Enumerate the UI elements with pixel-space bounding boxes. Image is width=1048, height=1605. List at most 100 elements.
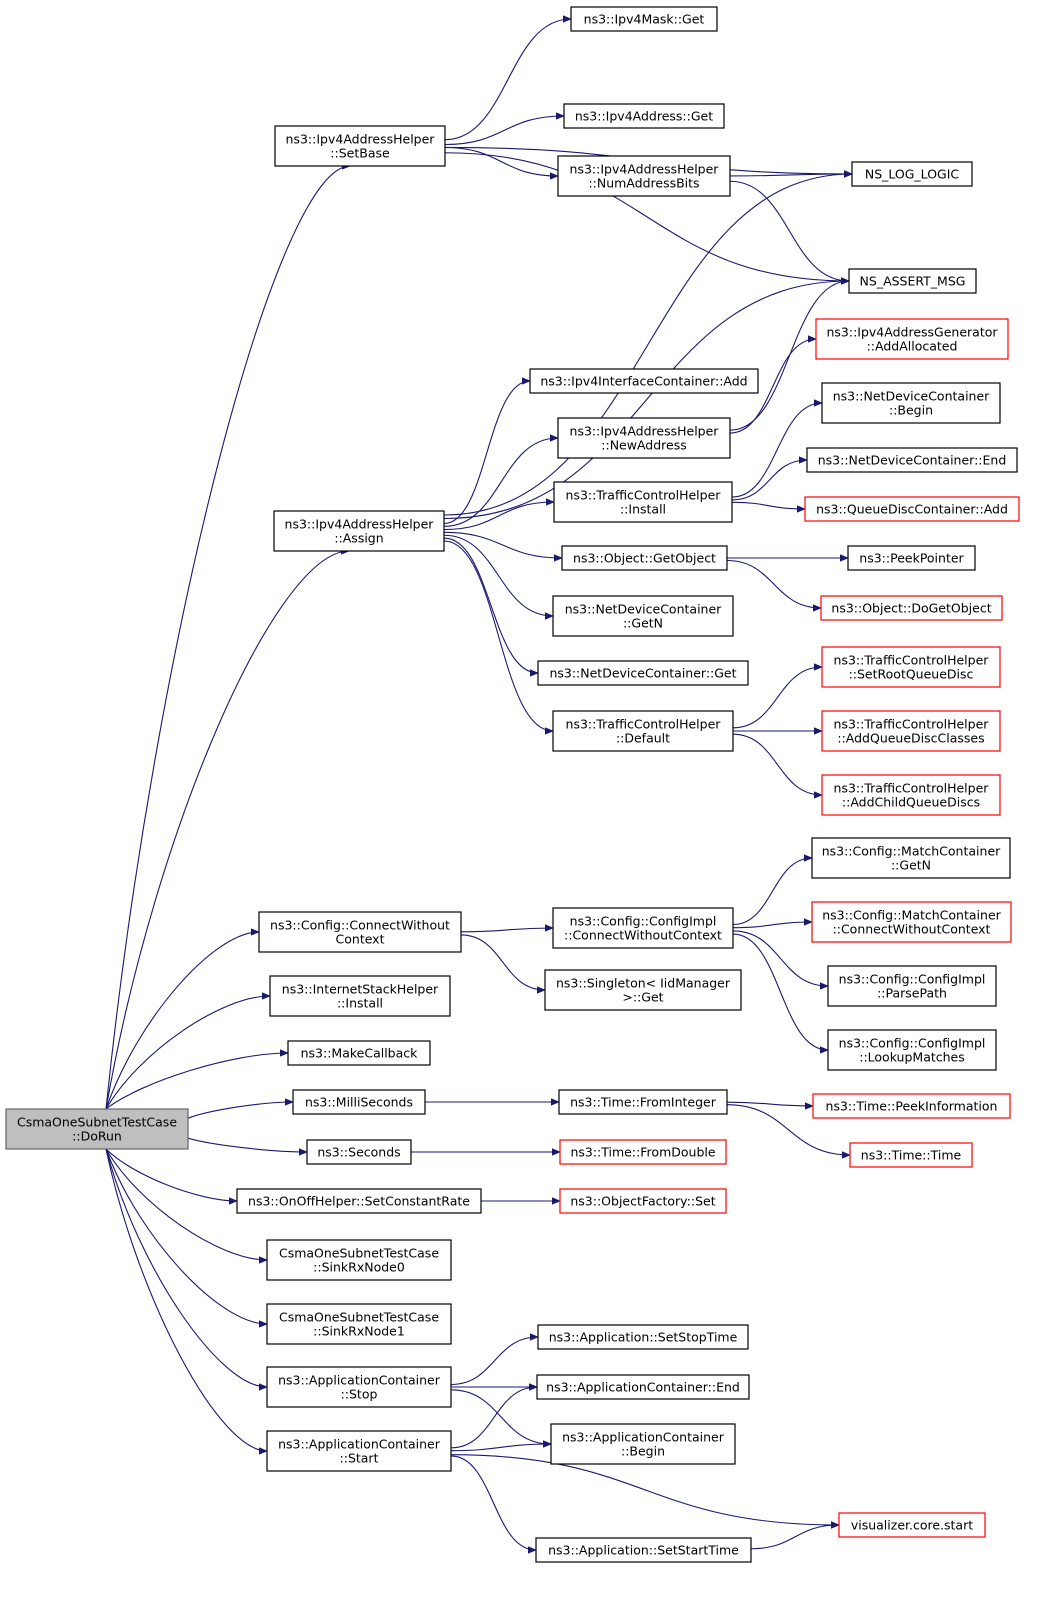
node-fromint[interactable]: ns3::Time::FromInteger bbox=[558, 1089, 728, 1115]
node-numbits[interactable]: ns3::Ipv4AddressHelper::NumAddressBits bbox=[557, 155, 731, 197]
node-setstoptime[interactable]: ns3::Application::SetStopTime bbox=[537, 1324, 749, 1350]
node-setbase[interactable]: ns3::Ipv4AddressHelper::SetBase bbox=[274, 125, 446, 167]
node-label: ns3::TrafficControlHelper bbox=[834, 781, 990, 796]
node-acstart[interactable]: ns3::ApplicationContainer::Start bbox=[266, 1430, 452, 1472]
node-acend[interactable]: ns3::ApplicationContainer::End bbox=[536, 1374, 750, 1400]
edge-implconnect-to-mcconnect bbox=[732, 922, 812, 929]
edge-fromint-to-timetime bbox=[726, 1104, 850, 1155]
node-ndcget[interactable]: ns3::NetDeviceContainer::Get bbox=[537, 660, 749, 686]
node-acbegin[interactable]: ns3::ApplicationContainer::Begin bbox=[550, 1423, 736, 1465]
node-box bbox=[848, 268, 977, 294]
node-label: ns3::Ipv4InterfaceContainer::Add bbox=[540, 374, 747, 389]
node-label: ns3::NetDeviceContainer::Get bbox=[549, 666, 736, 681]
node-fromdouble[interactable]: ns3::Time::FromDouble bbox=[559, 1139, 727, 1165]
edge-implconnect-to-parsepath bbox=[732, 930, 828, 986]
node-acstop[interactable]: ns3::ApplicationContainer::Stop bbox=[266, 1366, 452, 1408]
edge-root-to-ishinstall bbox=[105, 996, 270, 1110]
node-seconds[interactable]: ns3::Seconds bbox=[306, 1139, 412, 1165]
edge-root-to-constrate bbox=[105, 1148, 237, 1201]
node-label: ::Start bbox=[340, 1451, 379, 1466]
node-label: ns3::Ipv4AddressHelper bbox=[286, 132, 436, 147]
edge-tcinstall-to-qdcadd bbox=[731, 501, 805, 509]
node-ishinstall[interactable]: ns3::InternetStackHelper::Install bbox=[269, 975, 451, 1017]
node-mcconnect[interactable]: ns3::Config::MatchContainer::ConnectWith… bbox=[811, 901, 1012, 943]
node-ndcgetn[interactable]: ns3::NetDeviceContainer::GetN bbox=[552, 595, 734, 637]
node-label: CsmaOneSubnetTestCase bbox=[279, 1246, 439, 1261]
node-ndcend[interactable]: ns3::NetDeviceContainer::End bbox=[806, 447, 1018, 473]
node-assign[interactable]: ns3::Ipv4AddressHelper::Assign bbox=[273, 510, 445, 552]
node-dogetobj[interactable]: ns3::Object::DoGetObject bbox=[820, 595, 1003, 621]
edge-assign-to-ifcadd bbox=[443, 381, 530, 525]
node-constrate[interactable]: ns3::OnOffHelper::SetConstantRate bbox=[236, 1188, 482, 1214]
node-label: ::Assign bbox=[334, 531, 383, 546]
node-label: ns3::Time::FromDouble bbox=[570, 1145, 715, 1160]
node-label: ::GetN bbox=[623, 616, 663, 631]
node-addrget[interactable]: ns3::Ipv4Address::Get bbox=[563, 103, 725, 129]
node-box bbox=[847, 545, 976, 571]
node-vizstart[interactable]: visualizer.core.start bbox=[838, 1512, 986, 1538]
edge-root-to-seconds bbox=[187, 1137, 307, 1152]
node-cfgconnect[interactable]: ns3::Config::ConnectWithoutContext bbox=[258, 911, 462, 953]
node-parsepath[interactable]: ns3::Config::ConfigImpl::ParsePath bbox=[827, 965, 997, 1007]
edge-root-to-acstart bbox=[105, 1148, 267, 1451]
node-maskget[interactable]: ns3::Ipv4Mask::Get bbox=[570, 6, 718, 32]
node-label: ns3::TrafficControlHelper bbox=[834, 653, 990, 668]
node-makecb[interactable]: ns3::MakeCallback bbox=[287, 1040, 431, 1066]
node-peekptr[interactable]: ns3::PeekPointer bbox=[847, 545, 976, 571]
edge-setbase-to-addrget bbox=[444, 116, 564, 146]
node-mcgetn[interactable]: ns3::Config::MatchContainer::GetN bbox=[811, 837, 1011, 879]
edge-assign-to-ndcget bbox=[443, 537, 538, 673]
node-label: ns3::ApplicationContainer::End bbox=[546, 1380, 740, 1395]
node-tcdefault[interactable]: ns3::TrafficControlHelper::Default bbox=[552, 710, 734, 752]
node-box bbox=[558, 1089, 728, 1115]
node-setrootqd[interactable]: ns3::TrafficControlHelper::SetRootQueueD… bbox=[821, 646, 1001, 688]
edge-fromint-to-peekinfo bbox=[726, 1101, 813, 1106]
node-implconnect[interactable]: ns3::Config::ConfigImpl::ConnectWithoutC… bbox=[552, 907, 734, 949]
node-label: ::LookupMatches bbox=[859, 1050, 965, 1065]
node-sink0[interactable]: CsmaOneSubnetTestCase::SinkRxNode0 bbox=[266, 1239, 452, 1281]
node-millisec[interactable]: ns3::MilliSeconds bbox=[292, 1089, 426, 1115]
node-label: ns3::TrafficControlHelper bbox=[566, 717, 722, 732]
node-box bbox=[821, 646, 1001, 688]
node-addalloc[interactable]: ns3::Ipv4AddressGenerator::AddAllocated bbox=[815, 318, 1009, 360]
node-label: Context bbox=[336, 932, 385, 947]
node-lookup[interactable]: ns3::Config::ConfigImpl::LookupMatches bbox=[827, 1029, 997, 1071]
node-loglogic[interactable]: NS_LOG_LOGIC bbox=[851, 161, 973, 187]
node-tcinstall[interactable]: ns3::TrafficControlHelper::Install bbox=[553, 481, 733, 523]
node-box bbox=[557, 417, 731, 459]
edge-assign-to-getobject bbox=[443, 531, 562, 558]
node-peekinfo[interactable]: ns3::Time::PeekInformation bbox=[812, 1093, 1011, 1119]
node-newaddr[interactable]: ns3::Ipv4AddressHelper::NewAddress bbox=[557, 417, 731, 459]
node-box bbox=[537, 660, 749, 686]
node-singleton[interactable]: ns3::Singleton< IidManager>::Get bbox=[544, 969, 742, 1011]
node-setstarttime[interactable]: ns3::Application::SetStartTime bbox=[535, 1537, 752, 1563]
node-label: ns3::Seconds bbox=[317, 1145, 400, 1160]
node-ifcadd[interactable]: ns3::Ipv4InterfaceContainer::Add bbox=[529, 368, 759, 394]
edge-setbase-to-numbits bbox=[444, 146, 558, 177]
node-box bbox=[563, 103, 725, 129]
node-box bbox=[266, 1303, 452, 1345]
node-label: >::Get bbox=[622, 990, 663, 1005]
node-qdcadd[interactable]: ns3::QueueDiscContainer::Add bbox=[804, 496, 1020, 522]
edge-assign-to-assertmsg bbox=[443, 281, 849, 520]
node-assertmsg[interactable]: NS_ASSERT_MSG bbox=[848, 268, 977, 294]
node-label: ::SinkRxNode0 bbox=[313, 1260, 405, 1275]
edge-newaddr-to-addalloc bbox=[729, 339, 816, 434]
node-addqdc[interactable]: ns3::TrafficControlHelper::AddQueueDiscC… bbox=[821, 710, 1001, 752]
node-label: ns3::Ipv4AddressHelper bbox=[285, 517, 435, 532]
node-ndcbegin[interactable]: ns3::NetDeviceContainer::Begin bbox=[821, 382, 1001, 424]
node-objfactset[interactable]: ns3::ObjectFactory::Set bbox=[559, 1188, 727, 1214]
edge-assign-to-loglogic bbox=[443, 174, 852, 516]
node-box bbox=[827, 1029, 997, 1071]
node-timetime[interactable]: ns3::Time::Time bbox=[849, 1142, 973, 1168]
node-label: ns3::Ipv4AddressHelper bbox=[570, 162, 720, 177]
node-sink1[interactable]: CsmaOneSubnetTestCase::SinkRxNode1 bbox=[266, 1303, 452, 1345]
node-box bbox=[820, 595, 1003, 621]
edge-root-to-sink1 bbox=[105, 1148, 267, 1324]
node-addcqd[interactable]: ns3::TrafficControlHelper::AddChildQueue… bbox=[821, 774, 1001, 816]
node-label: ns3::Config::ConfigImpl bbox=[839, 1036, 986, 1051]
node-box bbox=[287, 1040, 431, 1066]
node-root[interactable]: CsmaOneSubnetTestCase::DoRun bbox=[5, 1108, 189, 1150]
node-getobject[interactable]: ns3::Object::GetObject bbox=[561, 545, 728, 571]
node-box bbox=[570, 6, 718, 32]
